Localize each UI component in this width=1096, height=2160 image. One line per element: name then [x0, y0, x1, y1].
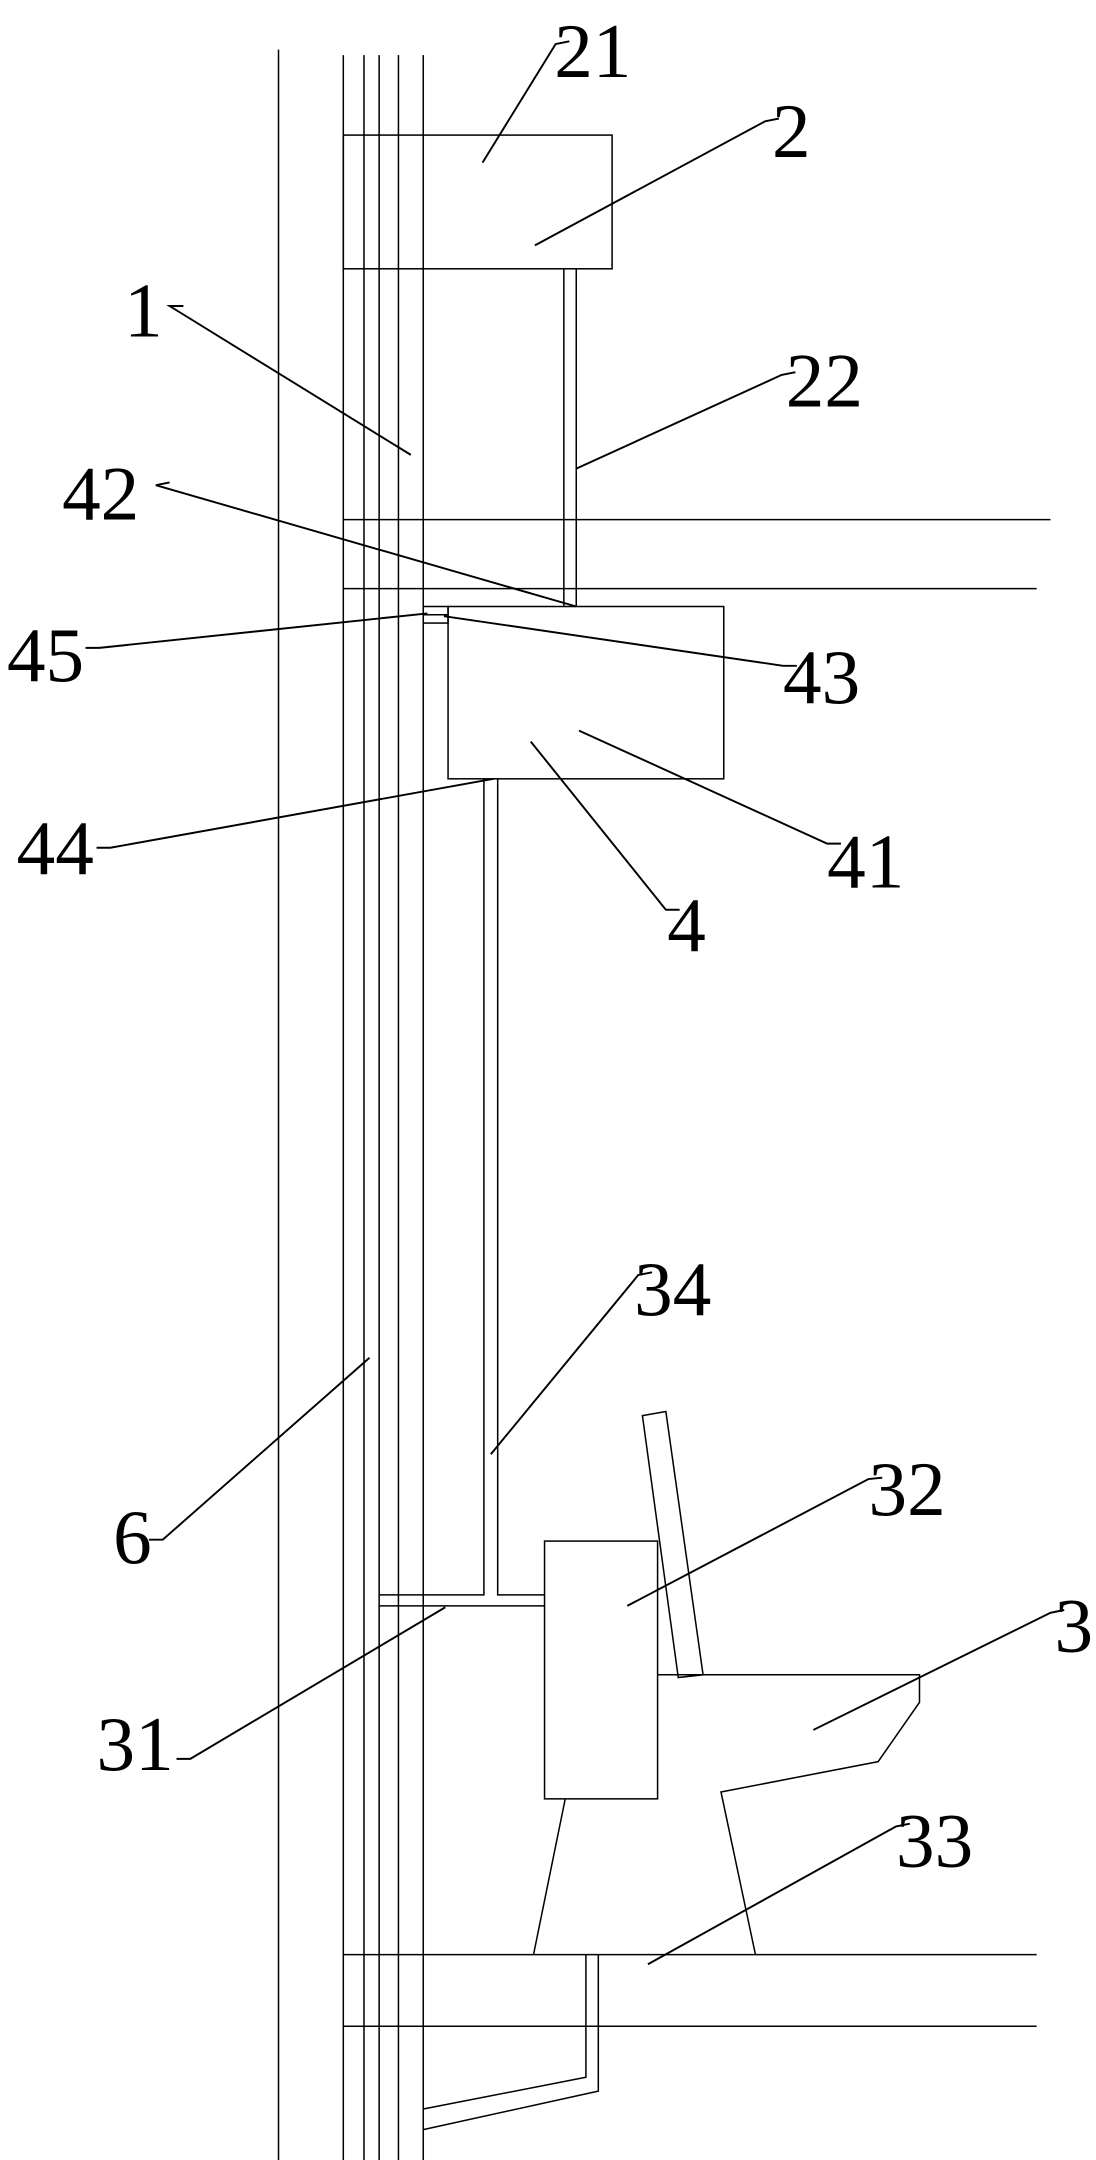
tank-box-2	[342, 134, 613, 270]
pipe-22	[563, 268, 578, 607]
upper-floor	[343, 518, 1051, 590]
label-42: 42	[62, 451, 139, 537]
label-34: 34	[634, 1246, 711, 1332]
label-33: 33	[896, 1797, 973, 1883]
label-6: 6	[113, 1494, 152, 1580]
leader-lines	[85, 40, 1065, 1966]
label-4: 4	[667, 882, 706, 968]
label-41: 41	[827, 819, 904, 905]
pipe-34	[379, 778, 545, 1607]
label-22: 22	[786, 338, 863, 424]
label-1: 1	[124, 267, 163, 353]
lower-floor	[343, 1953, 1037, 2028]
drain-pipe-33	[423, 1954, 600, 2131]
label-31: 31	[97, 1701, 174, 1787]
label-2: 2	[772, 88, 811, 174]
box-41	[447, 605, 725, 780]
label-21: 21	[554, 8, 631, 94]
label-3: 3	[1055, 1582, 1094, 1668]
toilet-lid	[641, 1410, 704, 1679]
label-44: 44	[17, 805, 94, 891]
toilet-3	[532, 1674, 921, 1955]
wall-lines	[277, 49, 425, 2160]
label-32: 32	[868, 1446, 945, 1532]
label-45: 45	[7, 612, 84, 698]
cistern-32	[543, 1540, 659, 1800]
reference-labels: 21 2 1 22 42 45 43 44 41 4 34 6 32 3 31 …	[7, 8, 1093, 1883]
label-43: 43	[783, 634, 860, 720]
